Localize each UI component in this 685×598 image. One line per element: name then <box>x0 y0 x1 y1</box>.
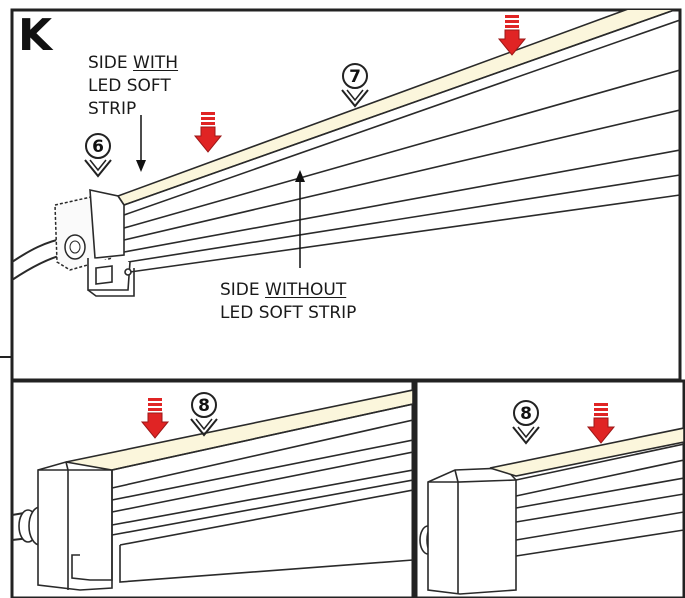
step-7-marker: 7 <box>341 63 369 107</box>
step-8-marker: 8 <box>512 400 540 444</box>
side-without-prefix: SIDE <box>220 280 266 300</box>
leader-with <box>136 115 146 172</box>
step-8-marker: 8 <box>190 392 218 436</box>
step-8-number: 8 <box>198 396 210 416</box>
step-7-number: 7 <box>349 67 361 87</box>
side-with-prefix: SIDE <box>88 53 134 73</box>
bottom-right-panel: 8 <box>414 379 685 598</box>
side-without-underlined: WITHOUT <box>265 280 347 300</box>
side-with-label: SIDE WITH LED SOFT STRIP <box>88 52 178 121</box>
step-8-number: 8 <box>520 404 532 424</box>
side-with-line2: LED SOFT <box>88 76 171 96</box>
step-6-number: 6 <box>92 137 104 157</box>
led-strip <box>65 389 413 471</box>
side-with-line3: STRIP <box>88 99 137 119</box>
side-without-label: SIDE WITHOUT LED SOFT STRIP <box>220 279 356 325</box>
step-6-marker: 6 <box>84 133 112 177</box>
top-panel: 6 7 <box>10 8 682 382</box>
bottom-left-panel: 8 <box>10 379 415 598</box>
leader-without <box>295 170 305 268</box>
side-with-underlined: WITH <box>133 53 179 73</box>
panel-letter: K <box>18 10 53 61</box>
side-without-line2: LED SOFT STRIP <box>220 303 357 323</box>
profile-body <box>87 10 680 297</box>
led-strip <box>489 427 684 477</box>
